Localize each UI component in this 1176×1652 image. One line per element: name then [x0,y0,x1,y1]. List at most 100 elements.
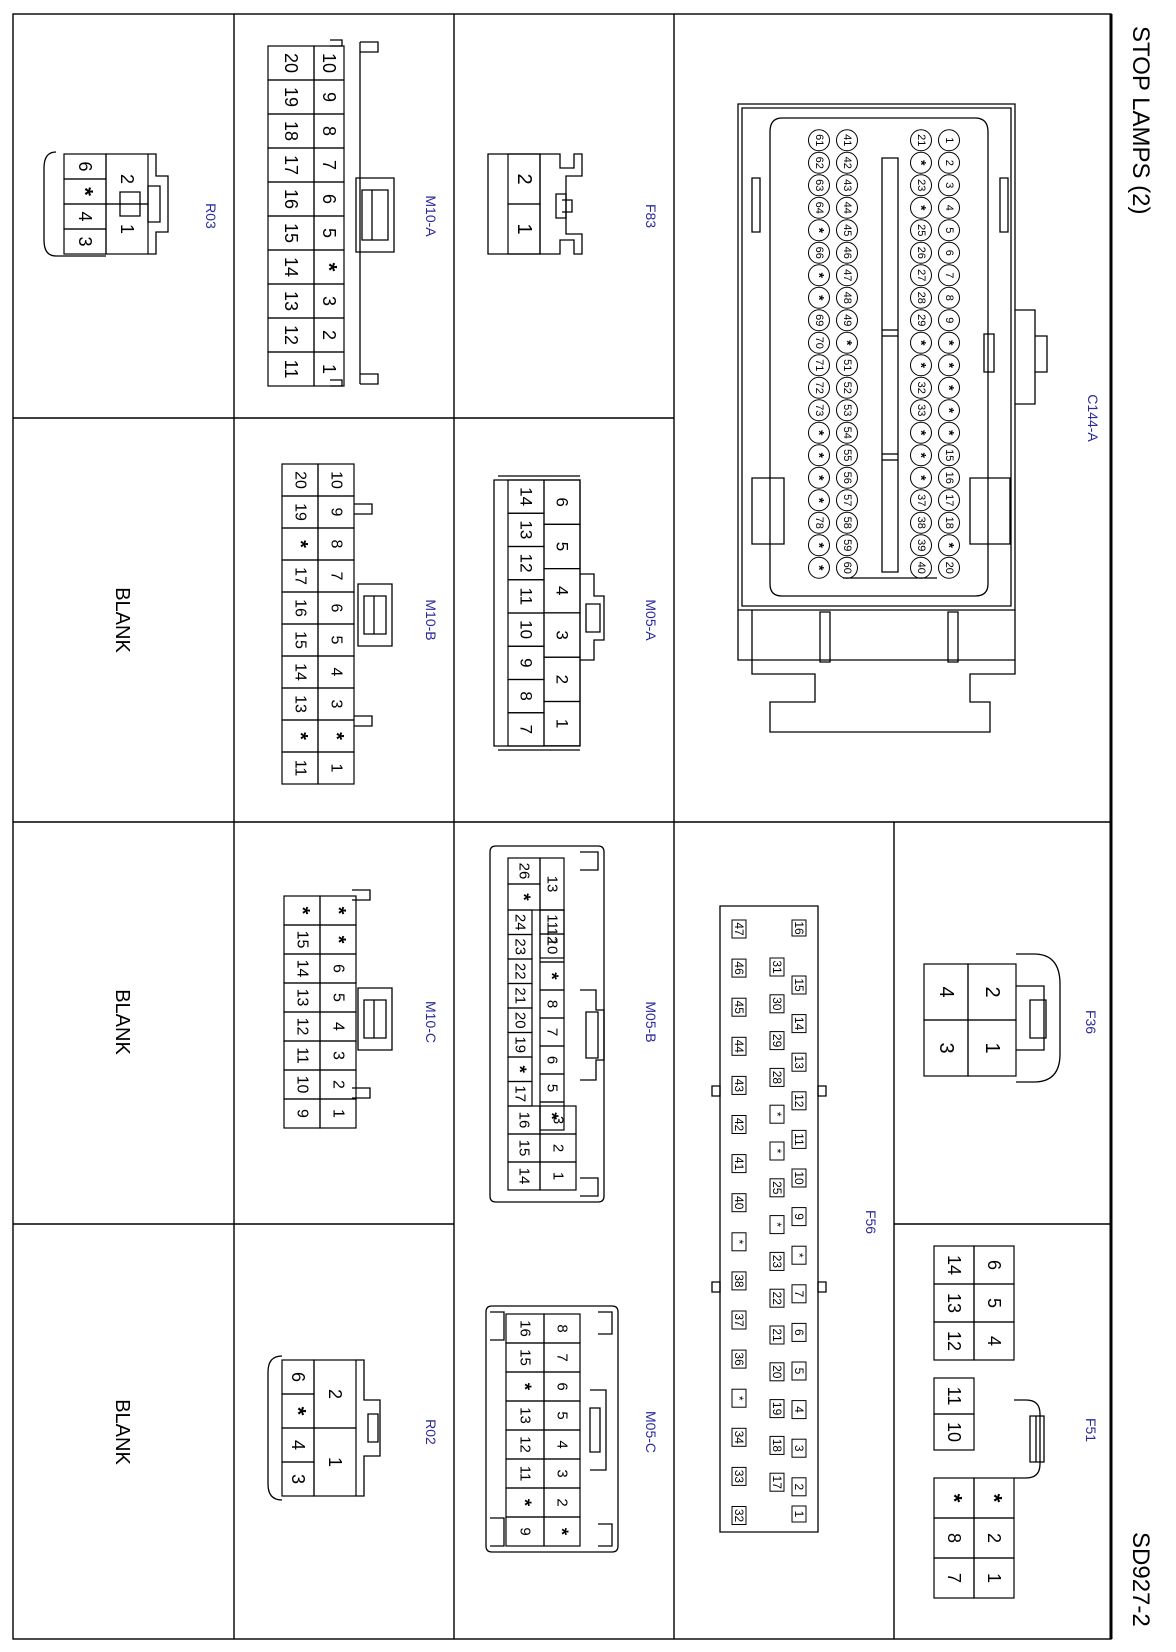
c144a-pin-label: 33 [915,404,927,416]
c144a-pin-label: 63 [813,179,825,191]
m05b-pin: 24 [507,909,533,936]
m05b-pin-label: 5 [544,1084,561,1092]
c144a-pin: 9 [938,309,960,332]
c144a-pin-label: 5 [943,227,955,233]
m10a-pin-label: 7 [319,160,339,170]
m05a-pin: 12 [507,545,545,581]
f56-pin: 30 [769,994,785,1014]
m10a-pin-label: 1 [319,364,339,374]
m05a-pin-label: 2 [553,675,572,684]
r02-pin-label: 2 [325,1389,345,1399]
m05c-pin-label: 9 [517,1527,534,1535]
m10a-pin-label: 3 [319,296,339,306]
f56-pin: 47 [731,919,747,939]
r02-pin: 6 [281,1359,315,1395]
f51-pin-label: 1 [984,1573,1004,1583]
c144a-pin-label: 2 [943,160,955,166]
c144a-pin: 52 [836,376,858,399]
c144a-pin: * [836,331,858,354]
c144a-pin: 16 [938,466,960,489]
c144a-pin: 7 [938,264,960,287]
m05c-pin-label: 15 [517,1349,534,1366]
connector-m05c-housing [485,1305,619,1553]
m05c-pin-label: 2 [554,1498,571,1506]
m05c-pin-label: 3 [554,1469,571,1477]
m10c-pin-label: * [327,907,349,915]
m10c-pin-label: 15 [294,931,311,949]
r03-pin-label: 6 [75,161,95,171]
c144a-pin-label: 37 [915,494,927,506]
m05b-pin-label: 11 [544,914,561,930]
m05a-pin-label: 8 [517,691,536,700]
c144a-pin: * [808,421,830,444]
c144a-pin: 54 [836,421,858,444]
c144a-pin: 4 [938,196,960,219]
m10c-pin: * [319,924,357,955]
m05b-pin: 2 [539,1133,577,1163]
c144a-pin-label: 42 [841,157,853,169]
f56-pin-label: 16 [792,921,806,935]
c144a-pin-label: 72 [813,382,825,394]
label-f36: F36 [1083,1010,1099,1034]
c144a-pin: * [910,354,932,377]
m10a-pin-label: 16 [281,189,301,209]
f36-pin-label: 1 [981,1042,1003,1053]
c144a-pin-label: * [812,430,827,436]
m10c-pin: 5 [319,982,357,1013]
f56-pin-label: * [732,1239,746,1244]
f56-pin: 18 [769,1435,785,1455]
m10b-pin: 13 [281,687,319,721]
c144a-pin: 40 [910,556,932,579]
m05b-pin-label: 19 [512,1036,529,1053]
m05a-pin-label: 11 [517,588,536,606]
c144a-pin: 2 [938,151,960,174]
c144a-pin: * [910,466,932,489]
f51-pin-label: 11 [944,1387,964,1406]
f56-pin: 10 [791,1168,807,1188]
m10c-pin-label: 11 [294,1047,311,1064]
c144a-pin-label: * [812,453,827,459]
f51-pin: 14 [933,1245,975,1285]
c144a-pin: * [938,421,960,444]
c144a-pin: 15 [938,444,960,467]
f56-pin-label: 13 [792,1056,806,1070]
f56-pin: 7 [791,1284,807,1304]
c144a-pin-label: 46 [841,247,853,259]
m05a-pin: 8 [507,678,545,714]
f56-pin: * [791,1245,807,1265]
f56-pin-label: 2 [792,1483,806,1490]
f56-pin: 25 [769,1178,785,1198]
c144a-pin: * [910,421,932,444]
f51-pin: 6 [973,1245,1015,1285]
m05b-pin: 26 [507,857,541,885]
m05b-pin-label: * [542,972,563,980]
f56-pin: 29 [769,1031,785,1051]
m10b-pin-label: 5 [328,636,345,645]
f56-pin: 22 [769,1288,785,1308]
f56-pin: 5 [791,1361,807,1381]
m10c-pin: 14 [283,953,321,984]
connector-r03-housing [43,151,169,257]
c144a-pin-label: * [812,475,827,481]
m10a-pin: 11 [267,351,315,387]
f56-pin-label: 3 [792,1445,806,1452]
m05b-pin-label: 20 [512,1012,529,1029]
f56-pin-label: 17 [770,1476,784,1490]
f56-pin-label: 12 [792,1094,806,1108]
connector-f51-housing [1014,1399,1045,1479]
label-m10a: M10-A [423,195,439,237]
m05c-pin: * [505,1487,545,1518]
m05c-pin-label: 11 [517,1466,534,1482]
c144a-pin-label: 29 [915,314,927,326]
c144a-pin: 47 [836,264,858,287]
m10b-pin-label: * [289,732,311,740]
c144a-pin: 70 [808,331,830,354]
f56-pin: 44 [731,1036,747,1056]
m05b-pin: * [507,1056,533,1083]
m05c-pin: 2 [543,1487,581,1518]
c144a-pin-label: 51 [841,359,853,371]
f56-pin: 36 [731,1349,747,1369]
f51-pin: 12 [933,1321,975,1361]
